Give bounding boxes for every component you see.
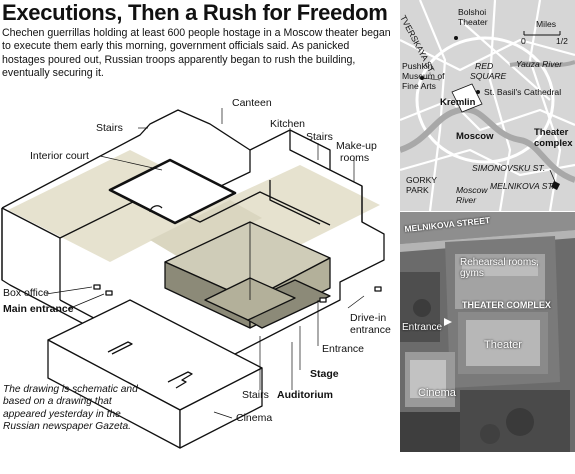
label-stairs-top: Stairs bbox=[96, 122, 123, 134]
map-label-theater-1: Theater bbox=[534, 127, 569, 138]
map-graphic bbox=[400, 0, 575, 211]
aerial-photo-graphic bbox=[400, 212, 575, 452]
door-markers bbox=[93, 284, 382, 303]
label-canteen: Canteen bbox=[232, 97, 272, 109]
photo-label-entrance: Entrance bbox=[402, 322, 443, 333]
label-stage: Stage bbox=[310, 368, 339, 380]
map-label-miles: Miles bbox=[536, 19, 557, 29]
label-entrance: Entrance bbox=[322, 343, 365, 355]
label-drive-in-2: entrance bbox=[350, 324, 391, 336]
map-label-melnikova: MELNIKOVA ST. bbox=[490, 181, 555, 191]
map-label-bolshoi-2: Theater bbox=[458, 17, 488, 27]
aerial-photo: MELNIKOVA STREET Rehearsal rooms, gyms T… bbox=[400, 212, 575, 452]
label-kitchen: Kitchen bbox=[270, 118, 306, 130]
map-label-gorky-1: GORKY bbox=[406, 175, 438, 185]
label-auditorium: Auditorium bbox=[277, 389, 333, 401]
cinema-mark-2 bbox=[167, 371, 193, 389]
locator-map: TVERSKAYA ST. Bolshoi Theater Miles 0 1/… bbox=[400, 0, 575, 211]
theater-marker bbox=[551, 181, 560, 190]
building-cutaway-diagram bbox=[1, 108, 385, 449]
label-makeup-2: rooms bbox=[340, 152, 370, 164]
photo-label-rehearsal-1: Rehearsal rooms, bbox=[460, 257, 539, 268]
map-label-pushkin-2: Museum of bbox=[402, 71, 445, 81]
label-stairs-bottom: Stairs bbox=[242, 389, 269, 401]
kremlin-shape bbox=[451, 83, 483, 113]
map-label-st-basils: St. Basil's Cathedral bbox=[484, 87, 562, 97]
subheadline: Chechen guerrillas holding at least 600 … bbox=[2, 27, 391, 80]
headline: Executions, Then a Rush for Freedom bbox=[2, 0, 388, 25]
map-label-yauza: Yauza River bbox=[516, 59, 563, 69]
entrance-arrow bbox=[444, 318, 452, 326]
map-label-square: SQUARE bbox=[470, 71, 507, 81]
label-interior-court: Interior court bbox=[30, 150, 89, 162]
label-box-office: Box office bbox=[3, 287, 49, 299]
map-label-scale-half: 1/2 bbox=[556, 36, 568, 46]
label-drive-in-1: Drive-in bbox=[350, 312, 387, 324]
label-stairs-right: Stairs bbox=[306, 131, 333, 143]
photo-label-theater: Theater bbox=[484, 339, 522, 351]
photo-label-theater-complex: THEATER COMPLEX bbox=[462, 300, 551, 310]
label-main-entrance: Main entrance bbox=[3, 303, 74, 315]
cinema-side bbox=[179, 367, 263, 449]
map-label-moscow-river-1: Moscow bbox=[456, 185, 488, 195]
map-label-theater-2: complex bbox=[534, 138, 573, 149]
photo-label-rehearsal-2: gyms bbox=[460, 268, 484, 279]
map-label-bolshoi-1: Bolshoi bbox=[458, 7, 487, 17]
cinema-mark-1 bbox=[107, 341, 133, 355]
map-label-moscow-river-2: River bbox=[456, 195, 477, 205]
interior-court bbox=[108, 158, 237, 225]
map-label-scale-zero: 0 bbox=[521, 36, 526, 46]
label-makeup-1: Make-up bbox=[336, 140, 377, 152]
map-label-kremlin: Kremlin bbox=[440, 97, 476, 108]
map-label-moscow: Moscow bbox=[456, 131, 494, 142]
map-label-pushkin-1: Pushkin bbox=[402, 61, 433, 71]
label-cinema: Cinema bbox=[236, 412, 273, 424]
map-label-gorky-2: PARK bbox=[406, 185, 429, 195]
drawing-note: The drawing is schematic and based on a … bbox=[3, 384, 138, 432]
map-label-red: RED bbox=[475, 61, 494, 71]
photo-label-cinema: Cinema bbox=[418, 387, 456, 399]
courtyard-shade bbox=[150, 200, 262, 258]
map-label-pushkin-3: Fine Arts bbox=[402, 81, 436, 91]
map-label-simonovsky: SIMONOVSKU ST. bbox=[472, 163, 546, 173]
